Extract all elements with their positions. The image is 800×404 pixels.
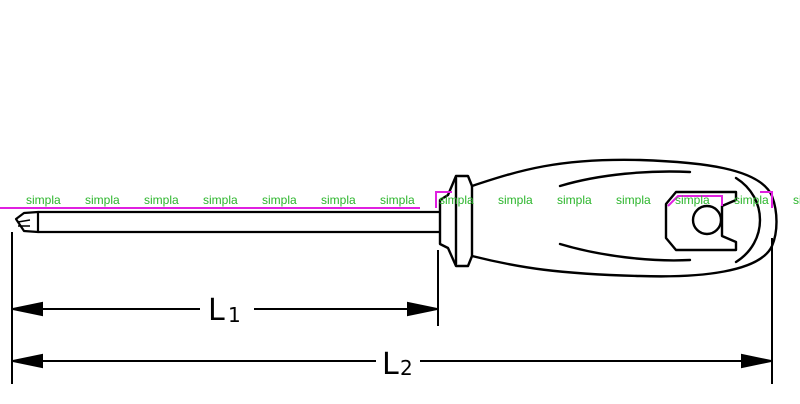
watermark-text: simpla — [616, 193, 651, 207]
handle-end-cap — [734, 176, 762, 264]
l1-label: L 1 — [208, 293, 241, 328]
watermark-text: simpla — [380, 193, 415, 207]
grip-outline — [470, 158, 778, 278]
phillips-tip — [14, 210, 40, 234]
dimension-l1 — [12, 301, 438, 317]
watermark-text: simpla — [85, 193, 120, 207]
watermark-text: simpla — [675, 193, 710, 207]
watermark-text: simpla — [26, 193, 61, 207]
l1-label-sub: 1 — [228, 303, 241, 327]
l2-label: L 2 — [382, 347, 413, 382]
l2-arrow-right — [741, 353, 772, 369]
watermark-text: simpla — [262, 193, 297, 207]
l1-arrow-left — [12, 301, 43, 317]
l2-label-sub: 2 — [400, 356, 413, 380]
dimension-l2 — [12, 353, 772, 369]
highlight-line-4 — [760, 191, 773, 208]
l2-label-main: L — [382, 347, 399, 382]
watermark-row: simpla simpla simpla simpla simpla simpla simp… — [0, 193, 800, 209]
highlight-line-3 — [667, 195, 723, 207]
highlight-line-2 — [435, 191, 452, 208]
l2-arrow-left — [12, 353, 43, 369]
grip-upper-contour — [558, 170, 692, 188]
extension-lines — [11, 232, 773, 384]
watermark-text: simpla — [793, 193, 800, 207]
tip-flute — [17, 219, 31, 227]
watermark-text: simpla — [439, 193, 474, 207]
screwdriver-blade — [14, 210, 440, 234]
hang-hole — [691, 204, 723, 236]
l1-arrow-right — [407, 301, 438, 317]
screwdriver-handle — [438, 158, 778, 278]
watermark-text: simpla — [557, 193, 592, 207]
watermark-text: simpla — [203, 193, 238, 207]
watermark-text: simpla — [498, 193, 533, 207]
watermark-text: simpla — [144, 193, 179, 207]
grip-lower-contour — [558, 242, 692, 262]
grip-inset — [664, 190, 738, 252]
watermark-highlight — [0, 191, 773, 209]
l1-label-main: L — [208, 293, 225, 328]
watermark-text: simpla — [734, 193, 769, 207]
watermark-text: simpla — [321, 193, 356, 207]
